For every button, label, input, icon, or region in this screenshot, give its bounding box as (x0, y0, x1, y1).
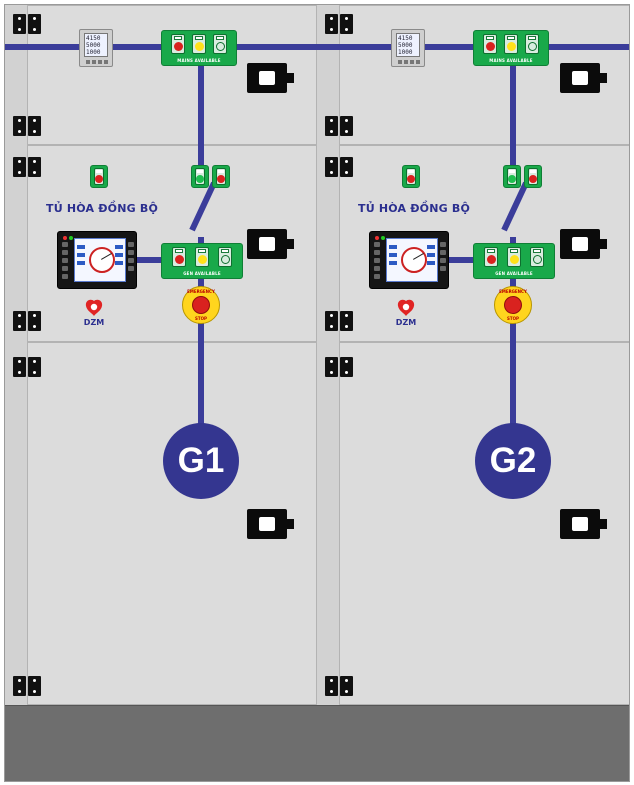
hinge-icon (13, 311, 41, 331)
mains-lamp-red[interactable] (483, 34, 497, 54)
generator-symbol: G2 (475, 423, 551, 499)
logo-mark (397, 299, 415, 316)
cabinet-plinth (5, 705, 629, 781)
panel-left: 4150 5000 1000 MAINS AVAILABLE TỦ HÒA ĐỒ… (5, 5, 317, 705)
mains-indicator-panel: MAINS AVAILABLE (473, 30, 549, 66)
status-indicator[interactable] (90, 165, 108, 188)
mains-lamp-red[interactable] (171, 34, 185, 54)
gen-lamp-red[interactable] (172, 247, 186, 267)
controller-led-green (381, 236, 385, 240)
estop-label-bottom: STOP (195, 316, 207, 321)
gen-indicator-panel: GEN AVAILABLE (161, 243, 243, 279)
estop-label-top: EMERGENCY (499, 289, 527, 294)
breaker-indicator-green[interactable] (503, 165, 521, 188)
mains-lamp-green[interactable] (213, 34, 227, 54)
door-handle-icon[interactable] (247, 63, 294, 93)
controller-led-red (375, 236, 379, 240)
hinge-icon (13, 116, 41, 136)
breaker-indicator-green[interactable] (191, 165, 209, 188)
meter-line: 4150 (86, 35, 101, 42)
meter-line: 5000 (86, 42, 101, 49)
hinge-strip (317, 5, 340, 705)
panel-title: TỦ HÒA ĐỒNG BỘ (358, 202, 471, 215)
controller-screen (386, 238, 438, 282)
hinge-icon (13, 676, 41, 696)
door-handle-icon[interactable] (247, 229, 294, 259)
estop-knob[interactable] (504, 296, 522, 314)
hinge-icon (325, 676, 353, 696)
estop-label-bottom: STOP (507, 316, 519, 321)
vertical-busbar-lower (198, 237, 204, 427)
controller-screen (74, 238, 126, 282)
hinge-icon (13, 357, 41, 377)
gen-lamp-green[interactable] (218, 247, 232, 267)
breaker-indicator-red[interactable] (524, 165, 542, 188)
sync-controller[interactable] (57, 231, 137, 289)
gen-lamp-red[interactable] (484, 247, 498, 267)
gen-caption: GEN AVAILABLE (183, 271, 221, 276)
status-indicator[interactable] (402, 165, 420, 188)
hinge-icon (325, 116, 353, 136)
meter-buttons[interactable] (86, 60, 108, 64)
door-handle-icon[interactable] (560, 63, 607, 93)
synchroscope-dial (89, 247, 115, 273)
estop-label-top: EMERGENCY (187, 289, 215, 294)
mains-lamp-green[interactable] (525, 34, 539, 54)
logo-text: DZM (395, 318, 417, 327)
panel-right: 4150 5000 1000 MAINS AVAILABLE TỦ HÒA ĐỒ… (317, 5, 629, 705)
meter-line: 1000 (86, 49, 101, 56)
mains-lamp-yellow[interactable] (192, 34, 206, 54)
dzm-logo-icon: DZM (392, 299, 420, 329)
dzm-logo-icon: DZM (80, 299, 108, 329)
hinge-strip (5, 5, 28, 705)
controller-led-green (69, 236, 73, 240)
gen-indicator-panel: GEN AVAILABLE (473, 243, 555, 279)
generator-label: G2 (489, 441, 537, 480)
mains-indicator-panel: MAINS AVAILABLE (161, 30, 237, 66)
power-meter: 4150 5000 1000 (79, 29, 113, 67)
door-handle-icon[interactable] (247, 509, 294, 539)
power-meter: 4150 5000 1000 (391, 29, 425, 67)
meter-display: 4150 5000 1000 (396, 33, 420, 57)
meter-buttons[interactable] (398, 60, 420, 64)
controller-link (135, 257, 163, 263)
gen-lamp-yellow[interactable] (195, 247, 209, 267)
logo-text: DZM (83, 318, 105, 327)
gen-lamp-yellow[interactable] (507, 247, 521, 267)
logo-mark (85, 299, 103, 316)
panel-title: TỦ HÒA ĐỒNG BỘ (46, 202, 159, 215)
mains-lamp-yellow[interactable] (504, 34, 518, 54)
sync-controller[interactable] (369, 231, 449, 289)
generator-symbol: G1 (163, 423, 239, 499)
controller-led-red (63, 236, 67, 240)
vertical-busbar-upper (198, 57, 204, 167)
controller-link (447, 257, 475, 263)
meter-line: 1000 (398, 49, 413, 56)
mains-caption: MAINS AVAILABLE (489, 58, 533, 63)
emergency-stop-button[interactable]: EMERGENCY STOP (494, 286, 532, 324)
generator-label: G1 (177, 441, 225, 480)
hinge-icon (325, 157, 353, 177)
emergency-stop-button[interactable]: EMERGENCY STOP (182, 286, 220, 324)
hinge-icon (13, 157, 41, 177)
switchgear-cabinet: 4150 5000 1000 MAINS AVAILABLE TỦ HÒA ĐỒ… (4, 4, 630, 782)
breaker-indicator-red[interactable] (212, 165, 230, 188)
vertical-busbar-lower (510, 237, 516, 427)
hinge-icon (13, 14, 41, 34)
door-handle-icon[interactable] (560, 509, 607, 539)
mains-caption: MAINS AVAILABLE (177, 58, 221, 63)
gen-lamp-green[interactable] (530, 247, 544, 267)
gen-caption: GEN AVAILABLE (495, 271, 533, 276)
hinge-icon (325, 311, 353, 331)
door-handle-icon[interactable] (560, 229, 607, 259)
vertical-busbar-upper (510, 57, 516, 167)
meter-line: 5000 (398, 42, 413, 49)
meter-display: 4150 5000 1000 (84, 33, 108, 57)
synchroscope-dial (401, 247, 427, 273)
estop-knob[interactable] (192, 296, 210, 314)
hinge-icon (325, 357, 353, 377)
meter-line: 4150 (398, 35, 413, 42)
hinge-icon (325, 14, 353, 34)
